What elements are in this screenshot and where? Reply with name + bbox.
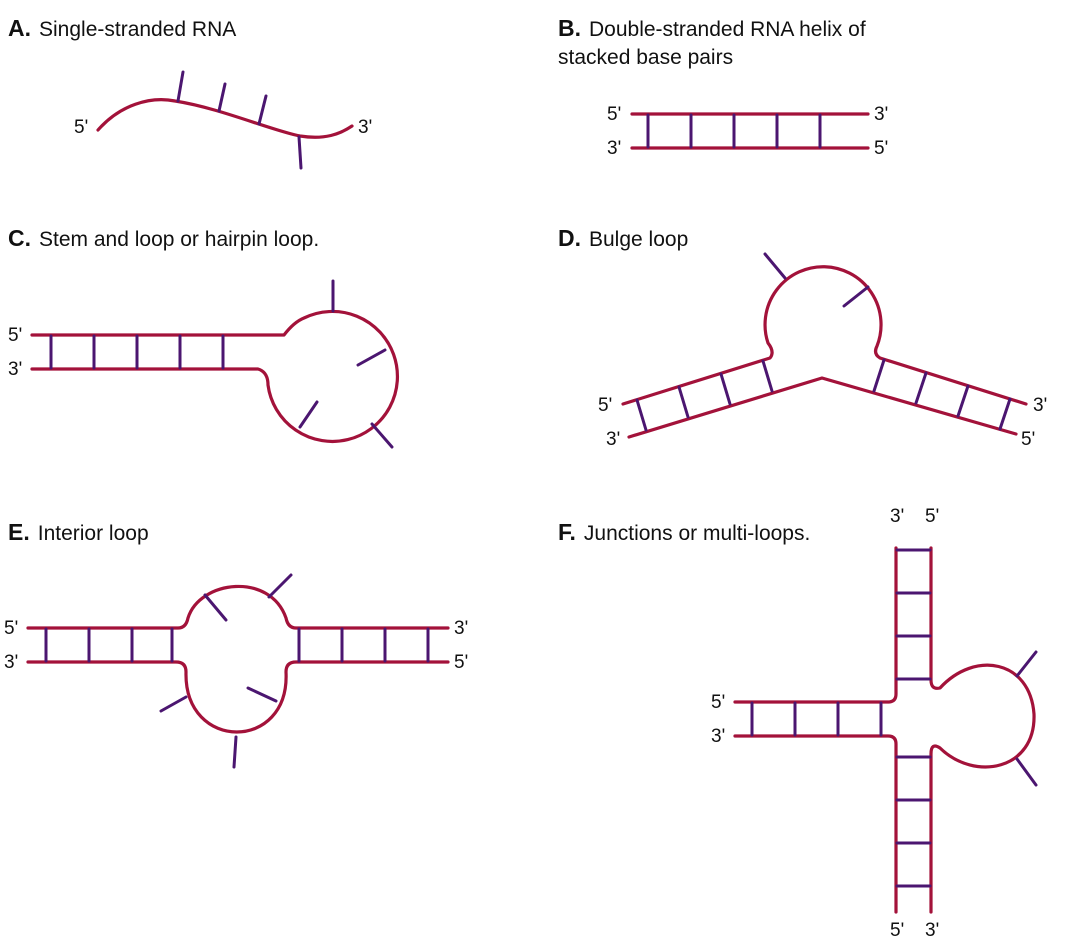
panel-a-5-prime-label: 5' [74,117,88,138]
panel-d-right-3-prime-label: 3' [1033,395,1047,416]
panel-f-strand-bottom-left [733,734,898,914]
panel-e-letter: E. [8,519,30,545]
panel-d-upper-strand [621,265,1028,406]
base [1015,650,1038,678]
panel-a-title: A. Single-stranded RNA [8,15,236,41]
panel-e-top-strand [26,584,450,630]
panel-d: D. Bulge loop 5' 3' 3' 5' [558,225,1047,450]
panel-f-left-3-prime-label: 3' [711,726,725,747]
base-pair [914,371,928,405]
panel-a-3-prime-label: 3' [358,117,372,138]
panel-c-letter: C. [8,225,31,251]
panel-f: F. Junctions or multi-loops. [558,506,1038,941]
base-pair [956,384,970,418]
panel-e-loop-bases [159,573,293,769]
panel-d-title: D. Bulge loop [558,225,688,251]
panel-e-bottom-strand [26,660,450,734]
panel-e-top-left-label: 5' [4,618,18,639]
panel-e-title-text: Interior loop [38,522,149,545]
panel-b-base-pairs [646,113,822,149]
panel-c-loop-bases [298,279,394,449]
panel-b-title-line1: B. Double-stranded RNA helix of [558,15,866,41]
base [203,593,228,622]
panel-f-title-text: Junctions or multi-loops. [584,522,810,545]
base [257,94,268,126]
panel-e-bottom-left-label: 3' [4,652,18,673]
panel-f-strand-left-top [733,546,898,704]
panel-f-left-stem-pairs [750,701,883,737]
panel-e-title: E. Interior loop [8,519,149,545]
panel-d-base-pairs [635,358,1012,432]
panel-b-letter: B. [558,15,581,41]
base [1015,757,1038,787]
panel-d-lower-strand [627,376,1018,439]
panel-d-letter: D. [558,225,581,251]
panel-f-letter: F. [558,519,576,545]
panel-f-top-stem-pairs [895,548,932,681]
panel-e: E. Interior loop 5' 3' 3' 5' [4,519,468,769]
panel-b-bottom-left-label: 3' [607,138,621,159]
base [297,135,303,170]
panel-a-letter: A. [8,15,31,41]
panel-f-left-5-prime-label: 5' [711,692,725,713]
panel-c-3-prime-label: 3' [8,359,22,380]
panel-e-right-base-pairs [297,627,430,663]
panel-d-left-3-prime-label: 3' [606,429,620,450]
panel-b-title-line2: stacked base pairs [558,46,733,69]
panel-f-top-3-prime-label: 3' [890,506,904,527]
panel-f-bottom-stem-pairs [895,755,932,888]
panel-d-title-text: Bulge loop [589,228,688,251]
panel-b-top-left-label: 5' [607,104,621,125]
base-pair [761,359,774,393]
base [232,735,238,769]
panel-e-top-right-label: 3' [454,618,468,639]
panel-f-top-5-prime-label: 5' [925,506,939,527]
base-pair [719,372,732,406]
base [842,285,870,308]
panel-d-right-5-prime-label: 5' [1021,429,1035,450]
panel-b: B. Double-stranded RNA helix of stacked b… [558,15,888,159]
base [267,573,293,599]
base [356,348,387,367]
panel-f-title: F. Junctions or multi-loops. [558,519,810,545]
base-pair [872,358,886,393]
panel-a-bases [176,70,303,170]
panel-a-strand [96,98,354,139]
base [370,422,394,449]
panel-c-title-text: Stem and loop or hairpin loop. [39,228,319,251]
base [159,695,188,713]
base [246,686,278,703]
panel-f-bottom-3-prime-label: 3' [925,920,939,941]
panel-e-left-base-pairs [44,627,174,663]
base [176,70,185,103]
base-pair [677,385,690,419]
panel-f-loop-bases [1015,650,1038,787]
panel-a-title-text: Single-stranded RNA [39,18,236,41]
panel-c-strand [30,309,400,444]
base-pair [635,398,648,432]
panel-e-bottom-right-label: 5' [454,652,468,673]
base [763,252,787,280]
panel-c-base-pairs [49,334,225,370]
panel-b-title-text: Double-stranded RNA helix of [589,18,866,41]
panel-b-bottom-right-label: 5' [874,138,888,159]
panel-f-bottom-5-prime-label: 5' [890,920,904,941]
panel-c-5-prime-label: 5' [8,325,22,346]
panel-d-left-5-prime-label: 5' [598,395,612,416]
panel-a: A. Single-stranded RNA 5' 3' [8,15,372,170]
panel-c: C. Stem and loop or hairpin loop. 5' 3' [8,225,400,449]
panel-d-bulge-bases [763,252,870,308]
panel-b-top-right-label: 3' [874,104,888,125]
panel-f-strand-loop [929,546,1036,914]
base [298,400,319,429]
base [217,82,227,113]
panel-c-title: C. Stem and loop or hairpin loop. [8,225,319,251]
base-pair [998,397,1012,431]
